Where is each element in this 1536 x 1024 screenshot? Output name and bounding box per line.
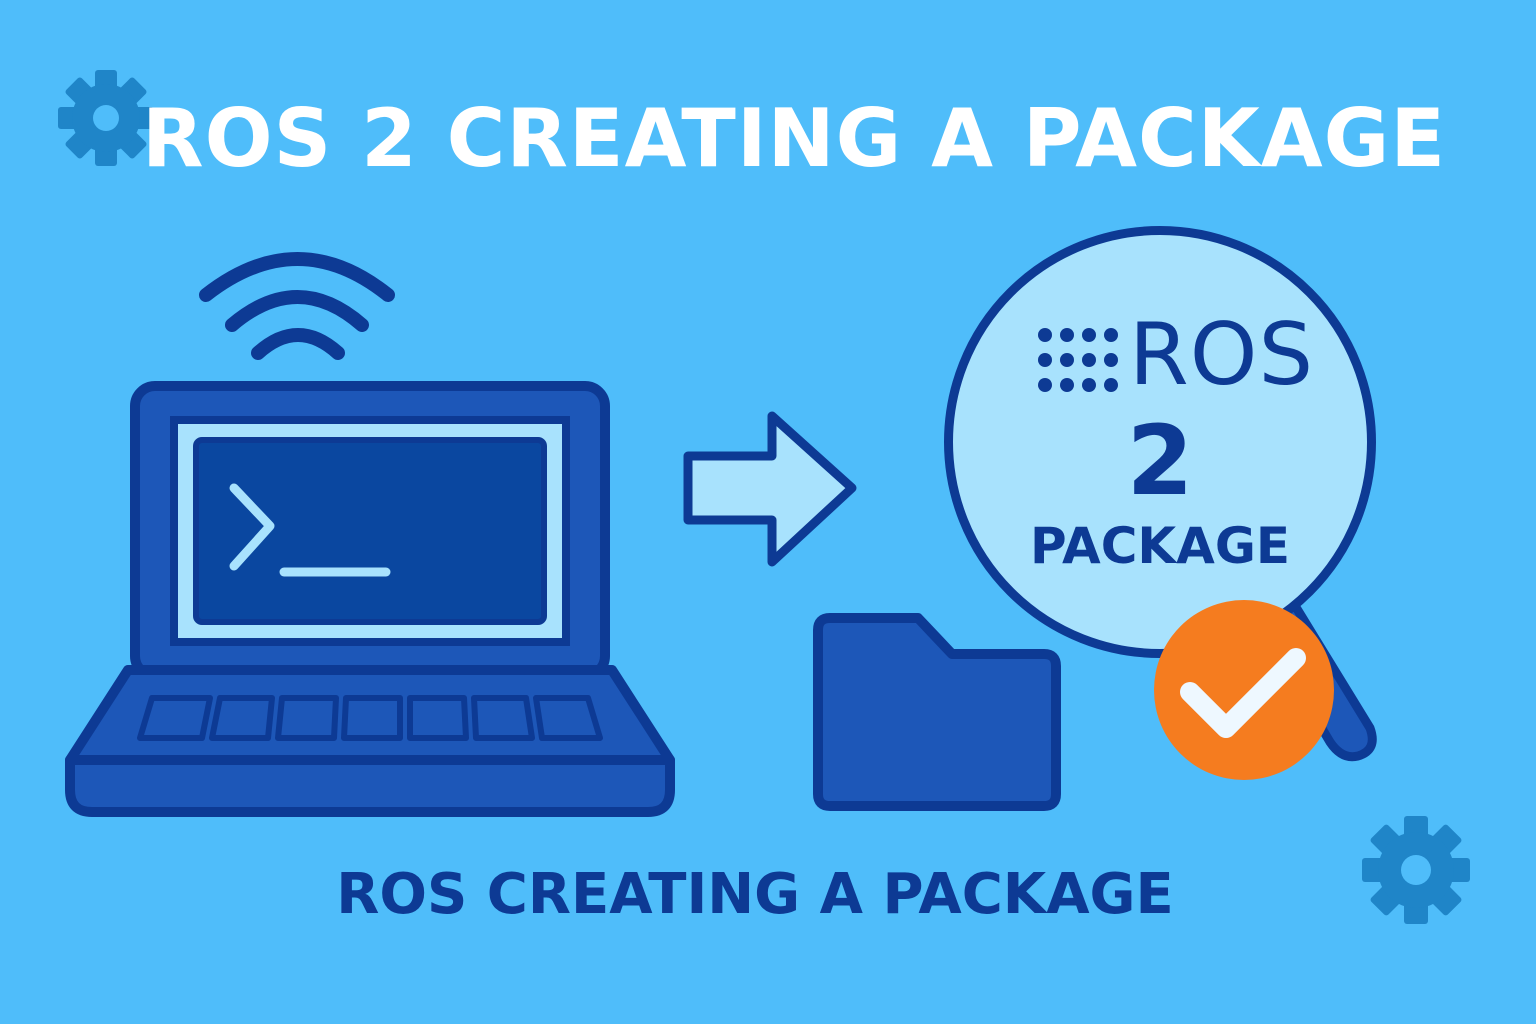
subtitle: ROS CREATING A PACKAGE — [336, 862, 1174, 927]
ros-logo-text: ROS — [1129, 305, 1315, 405]
magnifier-lens: ROS 2 PACKAGE — [944, 226, 1376, 658]
ros-version: 2 — [1126, 405, 1194, 517]
terminal-prompt-icon — [229, 483, 391, 577]
page-title: ROS 2 CREATING A PACKAGE — [142, 92, 1446, 185]
ros-logo-dots-icon — [1038, 328, 1118, 392]
wifi-icon — [199, 252, 395, 360]
package-label: PACKAGE — [1029, 517, 1291, 575]
gear-icon — [1362, 816, 1470, 924]
folder-icon — [813, 613, 1061, 811]
laptop-icon — [65, 381, 675, 817]
checkmark-icon — [1154, 600, 1334, 780]
gear-icon — [58, 70, 154, 166]
arrow-right-icon — [683, 411, 857, 567]
